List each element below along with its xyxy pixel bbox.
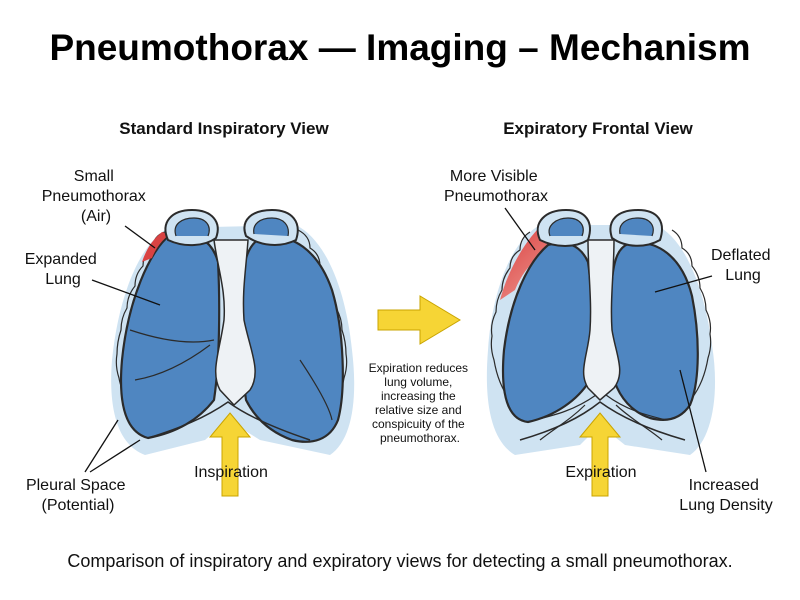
left-diaphragm	[147, 401, 311, 441]
right-diaphragm	[519, 401, 686, 441]
label-more-visible-pneumothorax: More Visible Pneumothorax	[444, 168, 548, 205]
inspiration-label: Inspiration	[194, 464, 268, 481]
leader-small-pneumothorax	[124, 225, 156, 249]
left-small-air-pocket	[142, 232, 170, 262]
right-mediastinum	[582, 239, 621, 402]
label-increased-density: Increased Lung Density	[679, 477, 772, 514]
expiration-arrow	[578, 412, 622, 497]
right-rib-outline-left	[490, 231, 531, 401]
leader-pleural-space-2	[89, 439, 141, 473]
right-vessels-right	[605, 394, 667, 441]
label-small-pneumothorax: Small Pneumothorax (Air)	[42, 168, 151, 225]
leader-more-visible	[504, 207, 536, 251]
label-deflated-lung: Deflated Lung	[711, 247, 775, 284]
left-expanded-lung-r	[119, 232, 221, 440]
label-expanded-lung: Expanded Lung	[25, 251, 102, 288]
label-pleural-space: Pleural Space (Potential)	[26, 477, 130, 514]
left-fissure-3	[299, 359, 333, 421]
left-lungs-illustration	[111, 208, 355, 455]
expiration-label: Expiration	[565, 464, 636, 481]
leader-deflated-lung	[654, 275, 713, 293]
right-lungs-illustration	[486, 208, 716, 455]
figure-caption: Comparison of inspiratory and expiratory…	[67, 551, 732, 571]
right-panel-heading: Expiratory Frontal View	[503, 119, 693, 138]
right-rib-outline-right	[671, 229, 712, 399]
leader-increased-density	[679, 369, 707, 473]
left-mediastinum	[213, 239, 256, 407]
right-apex-l-inner	[619, 217, 654, 237]
explanation-text: Expiration reduces lung volume, increasi…	[369, 361, 472, 445]
inspiration-arrow	[208, 412, 252, 497]
left-apex-l-inner	[253, 217, 289, 237]
leader-expanded-lung	[91, 279, 161, 306]
right-apex-r-inner	[548, 217, 584, 237]
leader-pleural-space-1	[84, 419, 119, 473]
left-fissure-2	[134, 344, 211, 381]
right-vessels-left	[534, 394, 597, 441]
left-fissure-1	[129, 329, 215, 343]
transition-arrow	[377, 295, 461, 345]
left-apex-r-inner	[174, 217, 210, 237]
page-title: Pneumothorax — Imaging – Mechanism	[49, 27, 750, 68]
left-panel-heading: Standard Inspiratory View	[119, 119, 329, 138]
